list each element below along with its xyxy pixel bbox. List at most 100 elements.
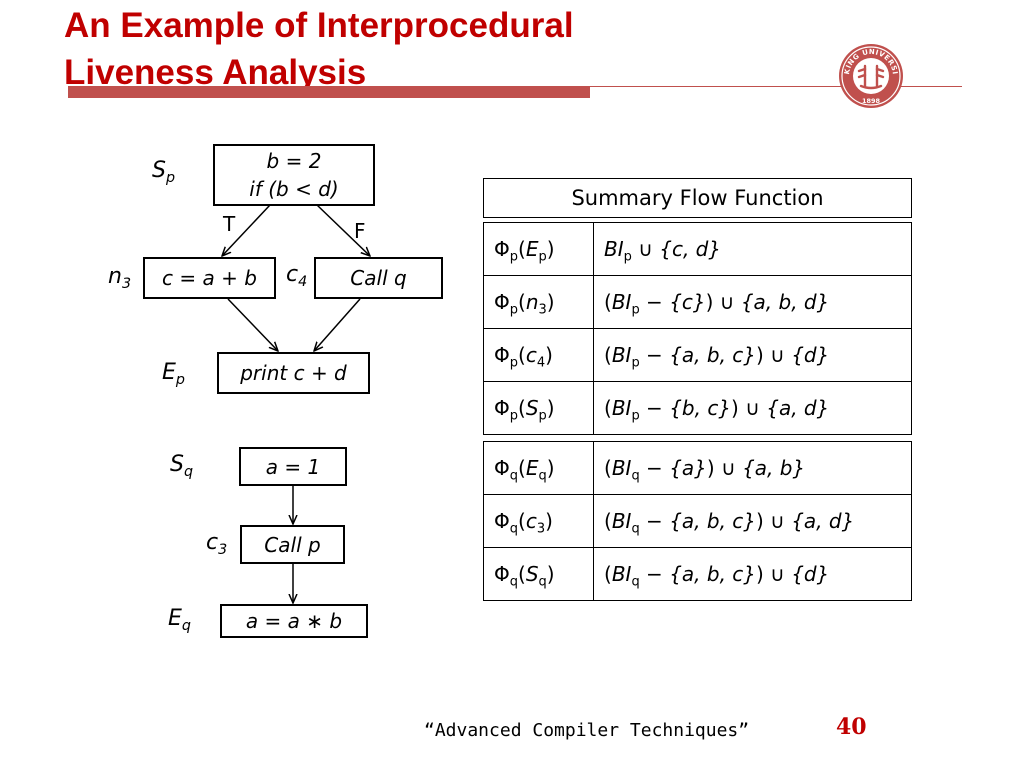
summary-row-p-0: Φp(Ep)BIp ∪ {c, d} xyxy=(483,222,912,276)
subscript: 4 xyxy=(536,355,546,371)
title-underline-bar xyxy=(68,86,590,98)
paren-close: ) xyxy=(756,509,764,533)
label-c3: c3 xyxy=(206,530,228,558)
page-number: 40 xyxy=(836,714,867,740)
flow-function-expr: (BIp − {a, b, c}) ∪ {d} xyxy=(593,328,912,382)
edge-false xyxy=(316,204,370,256)
flow-function-expr: (BIp − {b, c}) ∪ {a, d} xyxy=(593,381,912,435)
subscript: p xyxy=(631,355,640,371)
flow-function-name: Φp(n3) xyxy=(483,275,594,329)
paren-close: ) xyxy=(546,237,555,261)
summary-table-q: Φq(Eq)(BIq − {a}) ∪ {a, b}Φq(c3)(BIq − {… xyxy=(483,441,912,601)
node-start-q: a = 1 xyxy=(239,447,347,486)
title-line-1: An Example of Interprocedural xyxy=(64,6,574,45)
bi-symbol: BI xyxy=(611,456,632,480)
subscript: p xyxy=(538,249,547,265)
subscript: 3 xyxy=(536,521,546,537)
stmt-b-assign: b = 2 xyxy=(266,149,322,173)
bi-symbol: BI xyxy=(611,562,632,586)
flow-function-expr: (BIp − {c}) ∪ {a, b, d} xyxy=(593,275,912,329)
paren-open: ( xyxy=(518,290,526,314)
node-c4-call-q: Call q xyxy=(314,257,443,299)
edge-label-true: T xyxy=(223,212,236,236)
flow-function-name: Φq(c3) xyxy=(483,494,594,548)
minus-op: − xyxy=(639,509,670,533)
gen-set: {d} xyxy=(791,562,830,586)
union-op: ∪ xyxy=(763,562,792,586)
paren-open: ( xyxy=(518,456,526,480)
minus-op: − xyxy=(639,396,670,420)
seal-year: 1898 xyxy=(862,97,881,105)
union-op: ∪ xyxy=(714,456,743,480)
summary-row-p-1: Φp(n3)(BIp − {c}) ∪ {a, b, d} xyxy=(483,275,912,329)
bi-symbol: BI xyxy=(611,509,632,533)
phi-symbol: Φ xyxy=(494,237,510,261)
node-start-p: b = 2 if (b < d) xyxy=(213,144,375,206)
paren-open: ( xyxy=(604,509,612,533)
function-arg: c xyxy=(525,509,537,533)
flow-function-expr: (BIq − {a}) ∪ {a, b} xyxy=(593,441,912,495)
kill-set: {a, b, c} xyxy=(669,343,757,367)
subscript: p xyxy=(509,355,519,371)
summary-row-q-1: Φq(c3)(BIq − {a, b, c}) ∪ {a, d} xyxy=(483,494,912,548)
paren-close: ) xyxy=(706,456,715,480)
minus-op: − xyxy=(639,290,670,314)
subscript: p xyxy=(538,408,547,424)
paren-open: ( xyxy=(604,290,612,314)
subscript: q xyxy=(631,521,640,537)
edge-true xyxy=(222,204,271,256)
slide-title: An Example of Interprocedural Liveness A… xyxy=(64,2,574,96)
phi-symbol: Φ xyxy=(494,562,510,586)
bi-symbol: BI xyxy=(611,343,632,367)
paren-close: ) xyxy=(756,562,764,586)
function-arg: n xyxy=(525,290,539,314)
label-n3: n3 xyxy=(108,264,132,292)
bi-symbol: BI xyxy=(611,290,632,314)
function-arg: S xyxy=(525,396,539,420)
bi-symbol: BI xyxy=(604,237,624,261)
seal-emblem-icon xyxy=(857,64,885,90)
paren-open: ( xyxy=(604,456,612,480)
header-rule xyxy=(590,86,962,87)
label-c4: c4 xyxy=(286,262,308,290)
stmt-if-cond: if (b < d) xyxy=(249,177,339,201)
summary-header: Summary Flow Function xyxy=(483,178,912,218)
bi-symbol: BI xyxy=(611,396,632,420)
subscript: q xyxy=(509,574,519,590)
function-arg: E xyxy=(525,456,539,480)
paren-close: ) xyxy=(546,290,555,314)
function-arg: c xyxy=(525,343,537,367)
flow-function-expr: BIp ∪ {c, d} xyxy=(593,222,912,276)
phi-symbol: Φ xyxy=(494,396,510,420)
gen-set: {a, d} xyxy=(791,509,855,533)
kill-set: {a} xyxy=(669,456,707,480)
gen-set: {a, d} xyxy=(766,396,830,420)
subscript: p xyxy=(631,408,640,424)
peking-university-seal-icon: PEKING UNIVERSITY 1898 xyxy=(837,42,903,108)
flow-function-name: Φp(Ep) xyxy=(483,222,594,276)
label-end-p: Ep xyxy=(162,360,185,388)
summary-row-p-3: Φp(Sp)(BIp − {b, c}) ∪ {a, d} xyxy=(483,381,912,435)
flow-function-name: Φp(Sp) xyxy=(483,381,594,435)
paren-close: ) xyxy=(705,290,714,314)
minus-op: − xyxy=(639,456,670,480)
union-op: ∪ xyxy=(738,396,767,420)
label-start-q: Sq xyxy=(170,452,194,480)
subscript: q xyxy=(631,574,640,590)
label-end-q: Eq xyxy=(168,606,191,634)
paren-close: ) xyxy=(545,509,553,533)
paren-open: ( xyxy=(518,396,526,420)
summary-row-q-0: Φq(Eq)(BIq − {a}) ∪ {a, b} xyxy=(483,441,912,495)
paren-open: ( xyxy=(604,343,612,367)
gen-set: {a, b} xyxy=(742,456,806,480)
union-op: ∪ xyxy=(631,237,660,261)
subscript: p xyxy=(509,249,519,265)
union-op: ∪ xyxy=(763,343,792,367)
edge-n3-to-ep xyxy=(227,298,278,351)
subscript: q xyxy=(538,468,547,484)
paren-close: ) xyxy=(546,562,555,586)
paren-close: ) xyxy=(756,343,764,367)
subscript: q xyxy=(538,574,547,590)
paren-open: ( xyxy=(604,562,612,586)
subscript: p xyxy=(509,408,519,424)
